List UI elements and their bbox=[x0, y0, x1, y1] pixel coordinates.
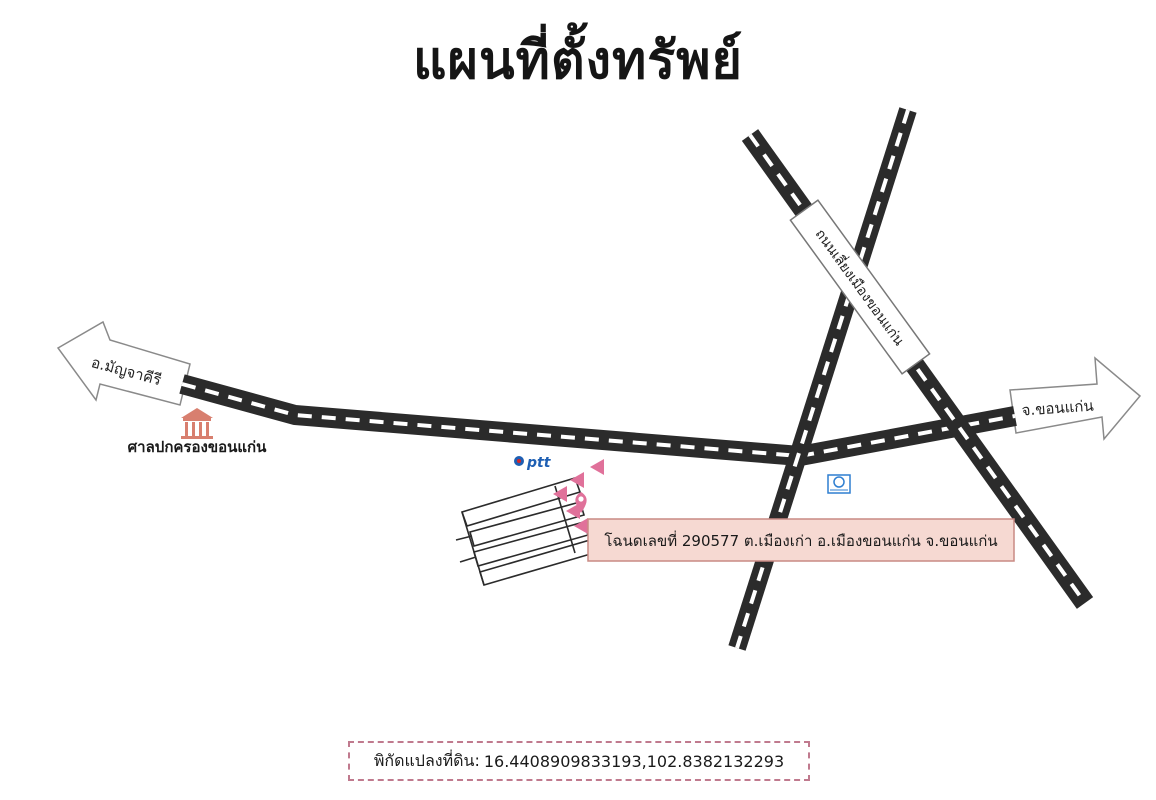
east-direction-arrow: จ.ขอนแก่น bbox=[1009, 356, 1142, 441]
west-direction-arrow: อ.มัญจาคีรี bbox=[56, 320, 191, 406]
ptt-logo-icon: ptt bbox=[514, 455, 552, 471]
ptt-logo-text: ptt bbox=[526, 455, 552, 471]
north-south-road bbox=[728, 107, 917, 651]
gas-station-icon bbox=[827, 474, 851, 494]
coordinates-value: 16.4408909833193,102.8382132293 bbox=[483, 751, 785, 771]
location-pin-icon bbox=[575, 492, 587, 513]
east-arrow-label: จ.ขอนแก่น bbox=[1021, 397, 1094, 420]
parcel-lanes bbox=[455, 477, 596, 586]
deed-label: โฉนดเลขที่ 290577 ต.เมืองเก่า อ.เมืองขอน… bbox=[604, 530, 997, 550]
page-title: แผนที่ตั้งทรัพย์ bbox=[413, 31, 743, 91]
access-arrows bbox=[553, 459, 604, 534]
coordinates-label: พิกัดแปลงที่ดิน: bbox=[373, 750, 480, 770]
main-road bbox=[179, 374, 1017, 466]
deed-label-box: โฉนดเลขที่ 290577 ต.เมืองเก่า อ.เมืองขอน… bbox=[587, 518, 1015, 562]
coordinates-box: พิกัดแปลงที่ดิน: 16.4408909833193,102.83… bbox=[348, 741, 810, 781]
bypass-road-label-box: ถนนเลี่ยงเมืองขอนแก่น bbox=[789, 199, 931, 375]
district-office-label: ศาลปกครองขอนแก่น bbox=[128, 438, 267, 456]
government-building-icon bbox=[181, 408, 213, 439]
